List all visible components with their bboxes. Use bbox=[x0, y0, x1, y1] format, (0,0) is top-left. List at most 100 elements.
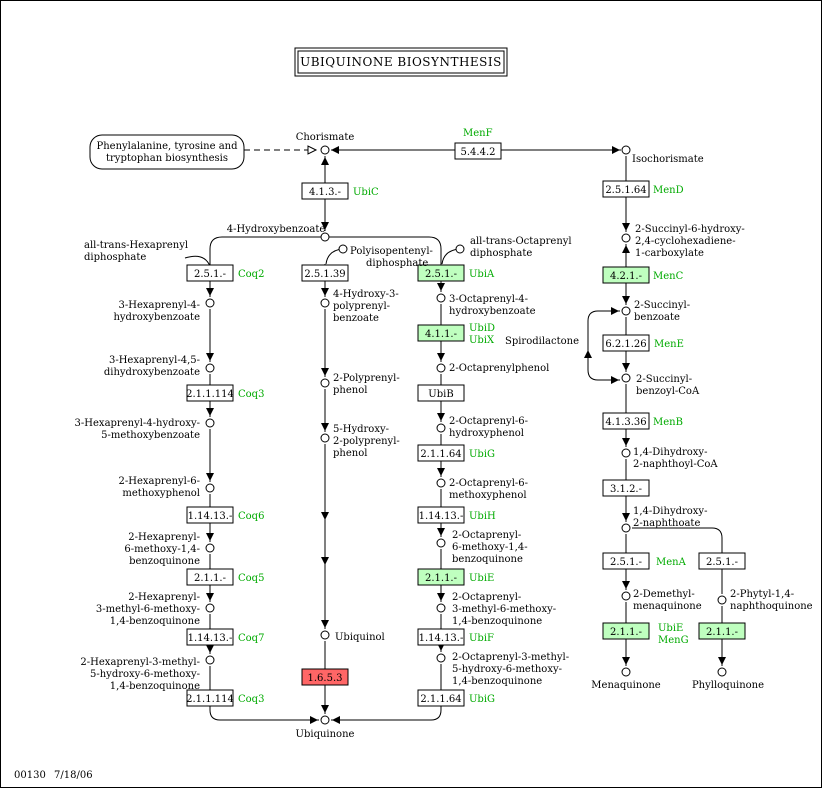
enzyme-box-2-1-1-ubie[interactable]: 2.1.1.- bbox=[417, 568, 465, 586]
compound-hydroxy-polyprenylphenol-1: 5-Hydroxy- bbox=[333, 424, 389, 435]
enzyme-box-4-1-1-ubid[interactable]: 4.1.1.- bbox=[417, 324, 465, 342]
compound-phylloquinone: Phylloquinone bbox=[692, 680, 764, 691]
compound-octaprenyl-hydroxybenzoate-2: hydroxybenzoate bbox=[449, 306, 536, 317]
svg-text:1.14.13.-: 1.14.13.- bbox=[188, 633, 233, 644]
svg-text:2.1.1.-: 2.1.1.- bbox=[610, 627, 642, 638]
gene-ubif: UbiF bbox=[469, 633, 494, 644]
gene-mend: MenD bbox=[653, 185, 684, 196]
compound-succinylbenzoyl-coa-2: benzoyl-CoA bbox=[636, 386, 700, 397]
svg-text:2.1.1.64: 2.1.1.64 bbox=[420, 694, 461, 705]
svg-text:3.1.2.-: 3.1.2.- bbox=[610, 484, 642, 495]
compound-succinylbenzoate-1: 2-Succinyl- bbox=[634, 300, 690, 311]
compound-phytyl-naphthoquinone-1: 2-Phytyl-1,4- bbox=[730, 589, 794, 600]
enzyme-box-2-5-1-coq2[interactable]: 2.5.1.- bbox=[186, 264, 234, 282]
compound-octaprenyl-methyl-methoxy-benzoquinone-2: 3-methyl-6-methoxy- bbox=[452, 604, 556, 615]
compound-octaprenyl-hydroxyphenol-1: 2-Octaprenyl-6- bbox=[449, 416, 528, 427]
pathway-link-line-1: Phenylalanine, tyrosine and bbox=[97, 141, 239, 152]
svg-text:2.1.1.114: 2.1.1.114 bbox=[186, 694, 234, 705]
enzyme-box-2-5-1-39[interactable]: 2.5.1.39 bbox=[301, 264, 349, 282]
compound-hexaprenyl-diphosphate-2: diphosphate bbox=[84, 252, 146, 263]
svg-text:2.1.1.64: 2.1.1.64 bbox=[420, 449, 461, 460]
pathway-link-line-2: tryptophan biosynthesis bbox=[106, 153, 228, 164]
enzyme-box-6-2-1-26[interactable]: 6.2.1.26 bbox=[602, 334, 650, 352]
enzyme-box-5-4-4-2[interactable]: 5.4.4.2 bbox=[454, 142, 502, 160]
svg-text:2.5.1.64: 2.5.1.64 bbox=[605, 185, 646, 196]
svg-text:5.4.4.2: 5.4.4.2 bbox=[461, 147, 496, 158]
enzyme-box-2-1-1-coq5[interactable]: 2.1.1.- bbox=[186, 568, 234, 586]
gene-ubie: UbiE bbox=[469, 573, 494, 584]
compound-hexaprenyl-dihydroxybenzoate-1: 3-Hexaprenyl-4,5- bbox=[109, 355, 200, 366]
svg-text:2.5.1.-: 2.5.1.- bbox=[425, 269, 457, 280]
compound-polyisopentenyl-diphosphate-1: Polyisopentenyl- bbox=[350, 246, 433, 257]
compound-octaprenyl-methyl-hydroxy-methoxy-benzoquinone-3: 1,4-benzoquinone bbox=[452, 676, 542, 687]
svg-text:4.1.1.-: 4.1.1.- bbox=[425, 329, 457, 340]
enzyme-box-2-5-1-ubia[interactable]: 2.5.1.- bbox=[417, 264, 465, 282]
compound-hydroxy-polyprenylbenzoate-3: benzoate bbox=[333, 313, 379, 324]
enzyme-box-2-5-1-64[interactable]: 2.5.1.64 bbox=[602, 180, 650, 198]
compound-demethylmenaquinone-2: menaquinone bbox=[633, 601, 702, 612]
compound-phytyl-naphthoquinone-2: naphthoquinone bbox=[730, 601, 813, 612]
compound-polyisopentenyl-diphosphate-2: diphosphate bbox=[366, 258, 428, 269]
gene-mene: MenE bbox=[654, 339, 684, 350]
compound-labels: Chorismate Isochorismate 4-Hydroxybenzoa… bbox=[75, 132, 813, 740]
enzyme-box-3-1-2[interactable]: 3.1.2.- bbox=[602, 479, 650, 497]
enzyme-box-ubib[interactable]: UbiB bbox=[417, 384, 465, 402]
gene-ubix: UbiX bbox=[469, 335, 495, 346]
svg-text:4.2.1.-: 4.2.1.- bbox=[610, 271, 642, 282]
svg-text:2.5.1.-: 2.5.1.- bbox=[610, 557, 642, 568]
svg-text:2.5.1.-: 2.5.1.- bbox=[194, 269, 226, 280]
enzyme-box-2-1-1-phytyl[interactable]: 2.1.1.- bbox=[698, 622, 746, 640]
gene-menc: MenC bbox=[653, 271, 684, 282]
svg-text:1.6.5.3: 1.6.5.3 bbox=[308, 673, 343, 684]
title-frame-inner bbox=[297, 50, 505, 74]
enzyme-box-2-5-1-phytyl[interactable]: 2.5.1.- bbox=[698, 552, 746, 570]
enzyme-box-2-1-1-64-ubig[interactable]: 2.1.1.64 bbox=[417, 444, 465, 462]
compound-hexaprenyl-hydroxy-methoxybenzoate-2: 5-methoxybenzoate bbox=[101, 430, 200, 441]
footer-map-id: 00130 bbox=[14, 770, 46, 781]
compound-hexaprenyl-methyl-methoxy-benzoquinone-1: 2-Hexaprenyl- bbox=[128, 592, 200, 603]
compound-chorismate: Chorismate bbox=[296, 132, 355, 143]
svg-text:2.5.1.-: 2.5.1.- bbox=[706, 557, 738, 568]
enzyme-box-2-1-1-114-b[interactable]: 2.1.1.114 bbox=[186, 689, 234, 707]
gene-coq7: Coq7 bbox=[238, 633, 264, 644]
compound-octaprenyl-methyl-methoxy-benzoquinone-3: 1,4-benzoquinone bbox=[452, 616, 542, 627]
compound-hydroxy-polyprenylbenzoate-1: 4-Hydroxy-3- bbox=[333, 289, 399, 300]
enzyme-box-2-1-1-114-a[interactable]: 2.1.1.114 bbox=[186, 384, 234, 402]
compound-menaquinone: Menaquinone bbox=[591, 680, 661, 691]
compound-octaprenyl-methyl-methoxy-benzoquinone-1: 2-Octaprenyl- bbox=[452, 592, 521, 603]
enzyme-box-2-1-1-64-ubig2[interactable]: 2.1.1.64 bbox=[417, 689, 465, 707]
compound-hexaprenyl-diphosphate-1: all-trans-Hexaprenyl bbox=[84, 240, 188, 251]
compound-demethylmenaquinone-1: 2-Demethyl- bbox=[633, 589, 695, 600]
gene-coq2: Coq2 bbox=[238, 269, 264, 280]
compound-hydroxy-polyprenylphenol-3: phenol bbox=[333, 448, 367, 459]
svg-text:1.14.13.-: 1.14.13.- bbox=[419, 633, 464, 644]
enzyme-box-1-6-5-3[interactable]: 1.6.5.3 bbox=[301, 668, 349, 686]
svg-text:1.14.13.-: 1.14.13.- bbox=[188, 511, 233, 522]
svg-text:4.1.3.-: 4.1.3.- bbox=[309, 187, 341, 198]
enzyme-box-2-1-1-ubie-meng[interactable]: 2.1.1.- bbox=[602, 622, 650, 640]
compound-hexaprenyl-hydroxy-methoxybenzoate-1: 3-Hexaprenyl-4-hydroxy- bbox=[75, 418, 200, 429]
compound-hexaprenyl-methyl-hydroxy-methoxy-benzoquinone-1: 2-Hexaprenyl-3-methyl- bbox=[80, 657, 200, 668]
enzyme-box-1-14-13-ubif[interactable]: 1.14.13.- bbox=[417, 628, 465, 646]
compound-octaprenyl-hydroxybenzoate-1: 3-Octaprenyl-4- bbox=[449, 294, 528, 305]
compound-hexaprenyl-methoxy-benzoquinone-1: 2-Hexaprenyl- bbox=[128, 532, 200, 543]
compound-hexaprenyl-methyl-methoxy-benzoquinone-2: 3-methyl-6-methoxy- bbox=[96, 604, 200, 615]
enzyme-box-4-2-1[interactable]: 4.2.1.- bbox=[602, 266, 650, 284]
gene-labels: MenF UbiC Coq2 UbiA Coq3 UbiD UbiX UbiG … bbox=[238, 128, 689, 705]
enzyme-box-1-14-13-ubih[interactable]: 1.14.13.- bbox=[417, 506, 465, 524]
compound-polyprenylphenol-1: 2-Polyprenyl- bbox=[333, 373, 400, 384]
enzyme-box-4-1-3[interactable]: 4.1.3.- bbox=[301, 182, 349, 200]
pathway-link-phenylalanine[interactable]: Phenylalanine, tyrosine and tryptophan b… bbox=[89, 134, 245, 170]
svg-text:2.5.1.39: 2.5.1.39 bbox=[304, 269, 345, 280]
enzyme-box-1-14-13-coq6[interactable]: 1.14.13.- bbox=[186, 506, 234, 524]
compound-isochorismate: Isochorismate bbox=[632, 154, 704, 165]
enzyme-box-2-5-1-mena[interactable]: 2.5.1.- bbox=[602, 552, 650, 570]
compound-ubiquinone: Ubiquinone bbox=[296, 729, 355, 740]
compound-octaprenyl-diphosphate-2: diphosphate bbox=[470, 248, 532, 259]
enzyme-box-1-14-13-coq7[interactable]: 1.14.13.- bbox=[186, 628, 234, 646]
enzyme-box-4-1-3-36[interactable]: 4.1.3.36 bbox=[602, 412, 650, 430]
compound-hexaprenyl-methyl-hydroxy-methoxy-benzoquinone-3: 1,4-benzoquinone bbox=[110, 681, 200, 692]
compound-octaprenyl-methyl-hydroxy-methoxy-benzoquinone-1: 2-Octaprenyl-3-methyl- bbox=[452, 652, 569, 663]
svg-text:2.1.1.114: 2.1.1.114 bbox=[186, 389, 234, 400]
